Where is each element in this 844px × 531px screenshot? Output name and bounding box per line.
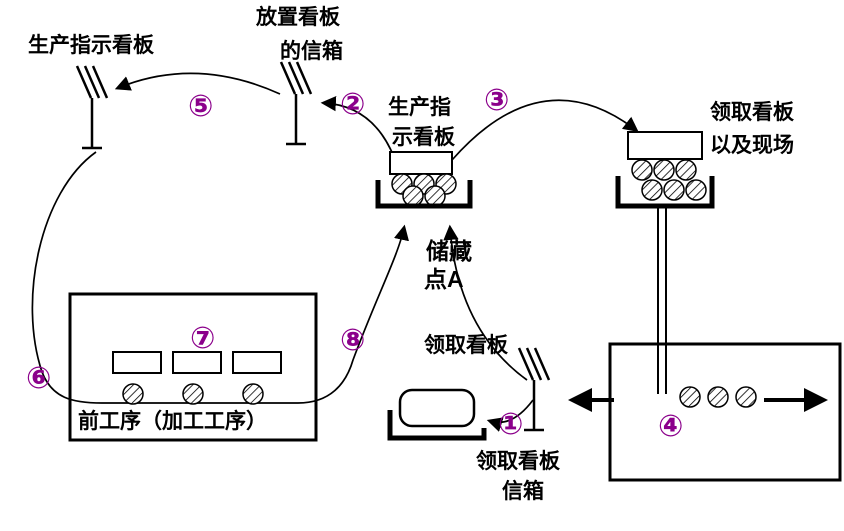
flow-arrow-step5 <box>114 72 281 95</box>
part-item-icon <box>653 159 675 181</box>
flow-arrow-step6-8 <box>31 151 409 404</box>
line-side-storage-box <box>608 342 842 482</box>
previous-process-box <box>68 292 318 442</box>
part-item-icon <box>122 383 144 405</box>
container-tray-icon <box>615 176 715 209</box>
production-kanban-center-label-line2: 示看板 <box>392 126 455 149</box>
previous-process-label: 前工序（加工工序） <box>78 410 267 433</box>
storage-point-a-label-line1: 储藏 <box>426 238 472 264</box>
withdrawal-kanban-label: 领取看板 <box>424 334 508 357</box>
production-kanban-post-icon <box>75 64 109 150</box>
production-kanban-left-label: 生产指示看板 <box>28 34 154 57</box>
part-item-icon <box>735 386 757 408</box>
part-item-icon <box>631 159 653 181</box>
production-kanban-center-label-line1: 生产指 <box>388 96 451 119</box>
withdrawal-mailbox-label-line2: 信箱 <box>502 480 544 503</box>
part-item-icon <box>242 383 264 405</box>
part-item-icon <box>707 386 729 408</box>
previous-process-machines <box>112 351 282 405</box>
place-kanban-mailbox-label-line1: 放置看板 <box>256 6 340 29</box>
flow-arrow-step1 <box>486 399 534 432</box>
machine-icon <box>232 351 282 374</box>
tote-bin-icon <box>398 388 476 428</box>
line-side-items <box>568 386 828 412</box>
kanban-card-icon <box>389 151 453 175</box>
part-item-icon <box>675 159 697 181</box>
storage-a-container-icon <box>375 151 473 209</box>
place-kanban-mailbox-label-line2: 的信箱 <box>280 40 343 63</box>
withdrawal-site-label-line2: 以及现场 <box>710 134 794 157</box>
chute-connector <box>657 208 667 394</box>
step-6-badge: ⑥ <box>26 361 52 396</box>
part-item-icon <box>182 383 204 405</box>
step-4-badge: ④ <box>658 409 684 444</box>
withdrawal-kanban-post-icon <box>517 346 551 432</box>
withdrawal-site-label-line1: 领取看板 <box>710 101 794 124</box>
step-8-badge: ⑧ <box>340 323 366 358</box>
mailbox-kanban-post-icon <box>279 60 313 146</box>
flow-arrow-withdrawal-to-storage <box>443 224 528 381</box>
machine-icon <box>112 351 162 374</box>
step-5-badge: ⑤ <box>188 89 214 124</box>
machine-icon <box>172 351 222 374</box>
step-2-badge: ② <box>340 87 366 122</box>
part-item-icon <box>402 185 424 207</box>
part-item-icon <box>641 179 663 201</box>
part-item-icon <box>663 179 685 201</box>
step-1-badge: ① <box>498 407 524 442</box>
part-item-icon <box>685 179 707 201</box>
kanban-card-icon <box>627 131 703 160</box>
container-tray-icon <box>375 180 473 209</box>
step-7-badge: ⑦ <box>190 321 216 356</box>
storage-point-a-label-line2: 点A <box>424 266 464 292</box>
container-tray-icon <box>387 410 487 441</box>
part-item-icon <box>679 386 701 408</box>
site-container-icon <box>615 131 715 209</box>
withdrawal-mailbox-label-line1: 领取看板 <box>476 450 560 473</box>
part-item-icon <box>424 185 446 207</box>
step-3-badge: ③ <box>484 83 510 118</box>
tote-container-icon <box>387 388 487 441</box>
flow-arrow-step3 <box>451 99 639 161</box>
